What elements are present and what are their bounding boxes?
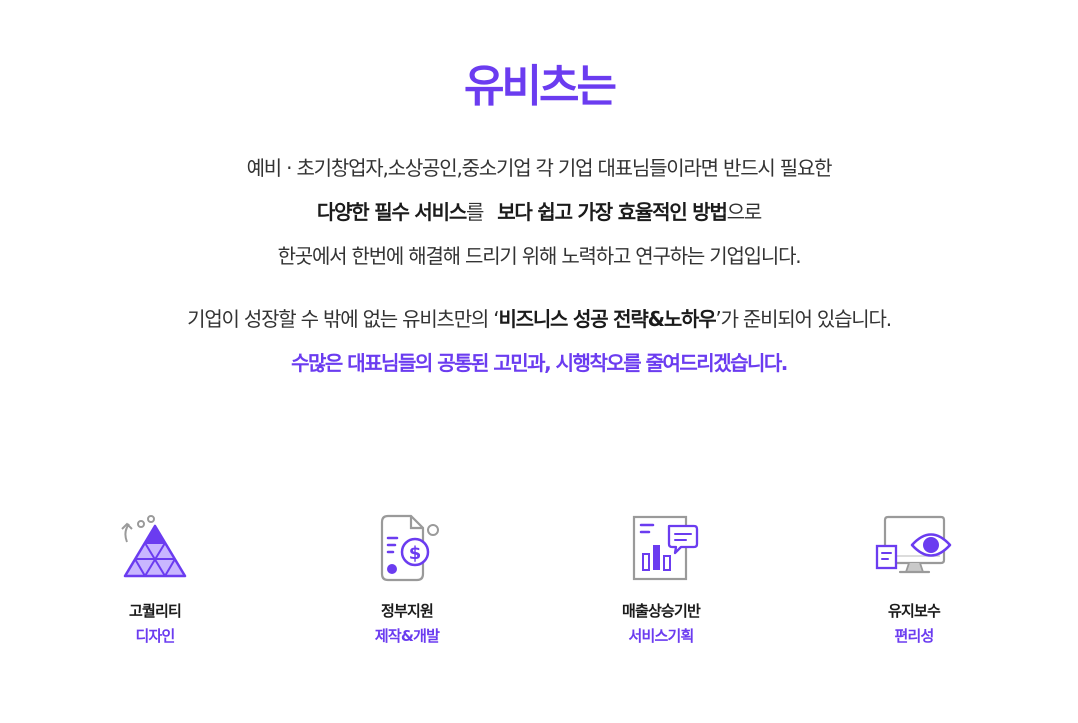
know-how-text: 기업이 성장할 수 밖에 없는 유비츠만의 ‘비즈니스 성공 전략&노하우’가 … <box>0 297 1078 385</box>
intro-bold-method: 보다 쉽고 가장 효율적인 방법 <box>497 200 728 224</box>
intro-particle: 를 <box>466 200 484 224</box>
pyramid-quality-icon <box>75 512 235 582</box>
accent-line: 수많은 대표님들의 공통된 고민과, 시행착오를 줄여드리겠습니다. <box>291 351 788 375</box>
page-title: 유비츠는 <box>464 61 617 112</box>
intro-bold-services: 다양한 필수 서비스 <box>316 200 467 224</box>
sales-chart-icon <box>581 512 741 582</box>
feature-maintenance: 유지보수 편리성 <box>834 512 994 646</box>
feature-sales-title: 매출상승기반 <box>621 602 701 620</box>
feature-sales: 매출상승기반 서비스기획 <box>581 512 741 646</box>
feature-maintenance-title: 유지보수 <box>887 602 941 620</box>
know-how-lead: 기업이 성장할 수 밖에 없는 유비츠만의 ‘ <box>187 307 500 331</box>
feature-grant: $ 정부지원 제작&개발 <box>327 512 487 646</box>
know-how-line: 기업이 성장할 수 밖에 없는 유비츠만의 ‘비즈니스 성공 전략&노하우’가 … <box>0 297 1078 341</box>
intro-text: 예비 · 초기창업자,소상공인,중소기업 각 기업 대표님들이라면 반드시 필요… <box>0 146 1078 278</box>
feature-maintenance-subtitle: 편리성 <box>894 627 934 645</box>
intro-line-1: 예비 · 초기창업자,소상공인,중소기업 각 기업 대표님들이라면 반드시 필요… <box>246 156 833 180</box>
monitor-eye-icon <box>834 512 994 582</box>
feature-quality-subtitle: 디자인 <box>135 627 175 645</box>
grant-document-icon: $ <box>327 512 487 582</box>
feature-quality-title: 고퀄리티 <box>128 602 182 620</box>
intro-line-2: 다양한 필수 서비스를 보다 쉽고 가장 효율적인 방법으로 <box>0 190 1078 234</box>
know-how-bold: 비즈니스 성공 전략&노하우 <box>498 307 716 331</box>
feature-grant-subtitle: 제작&개발 <box>374 627 440 645</box>
intro-line-3: 한곳에서 한번에 해결해 드리기 위해 노력하고 연구하는 기업입니다. <box>277 244 802 268</box>
know-how-tail: ’가 준비되어 있습니다. <box>715 307 892 331</box>
feature-list: 고퀄리티 디자인 $ 정부지 <box>0 512 1078 662</box>
feature-grant-title: 정부지원 <box>380 602 434 620</box>
feature-sales-subtitle: 서비스기획 <box>628 627 694 645</box>
svg-text:$: $ <box>409 543 422 564</box>
feature-quality: 고퀄리티 디자인 <box>75 512 235 646</box>
intro-particle-end: 으로 <box>726 200 763 224</box>
